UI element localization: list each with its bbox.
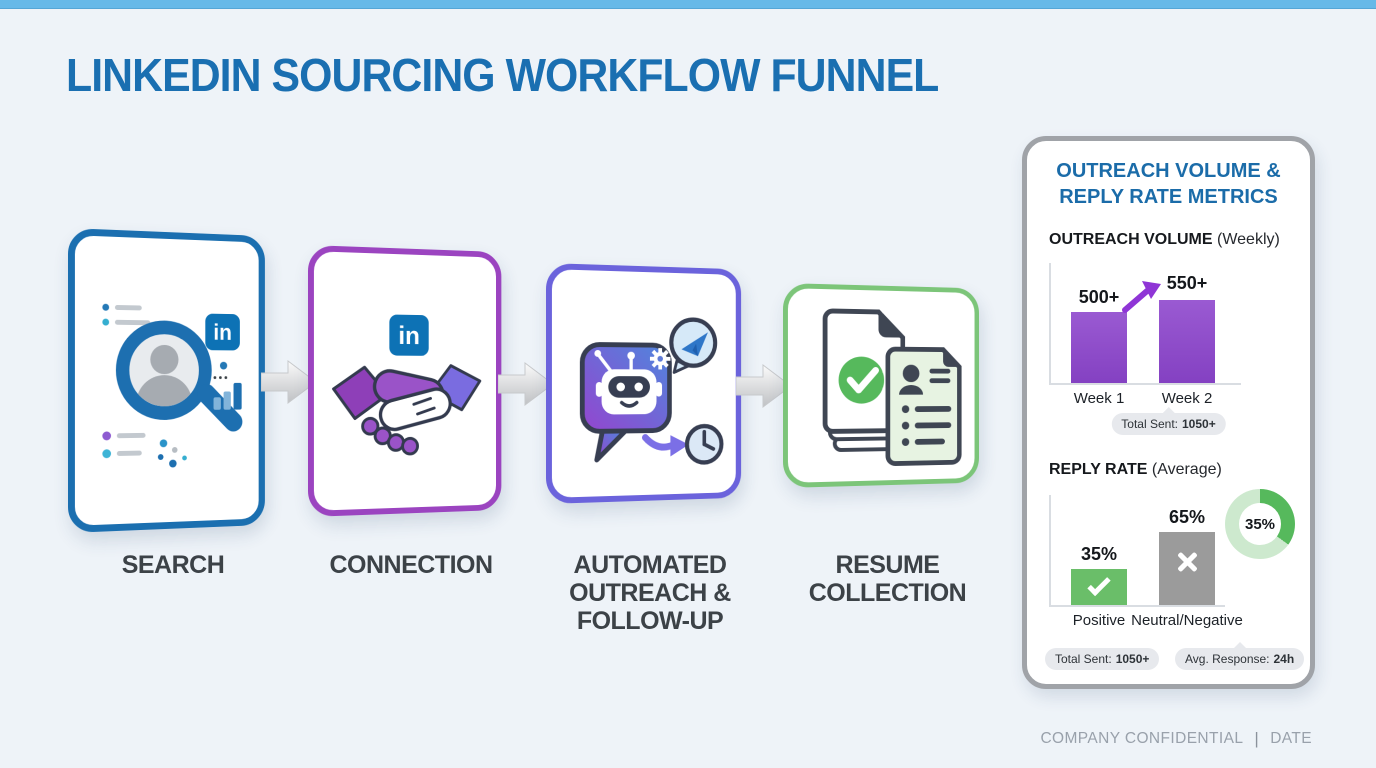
gear-icon [650, 348, 670, 369]
reply-rate-chart: 35% 65% Positive Neutral/Negative [1049, 489, 1225, 607]
follow-up-arrow-icon [645, 435, 689, 457]
decor-dot [219, 376, 222, 379]
bar-week2 [1159, 300, 1215, 383]
decor-dot [102, 431, 111, 440]
metrics-panel: OUTREACH VOLUME & REPLY RATE METRICS OUT… [1022, 136, 1315, 689]
y-axis [1049, 263, 1051, 385]
decor-line [117, 433, 146, 438]
check-circle-icon [839, 356, 885, 403]
stage-card-search: in [68, 228, 265, 533]
x-icon [1175, 550, 1199, 574]
page-title: LINKEDIN SOURCING WORKFLOW FUNNEL [66, 48, 938, 102]
top-accent-bar [0, 0, 1376, 9]
resume-documents-icon [788, 288, 975, 483]
resume-person-icon [903, 365, 920, 382]
mini-bar-chart-icon [214, 397, 221, 410]
donut-center-value: 35% [1239, 503, 1281, 545]
bar-value-positive: 35% [1059, 544, 1139, 565]
mini-bar-chart-icon [234, 383, 242, 410]
total-sent-badge-bottom: Total Sent: 1050+ [1045, 648, 1159, 670]
total-sent-badge: Total Sent: 1050+ [1111, 413, 1225, 435]
decor-line [117, 451, 142, 456]
linkedin-badge-icon: in [205, 314, 240, 351]
decor-dot [102, 304, 109, 311]
x-label-week1: Week 1 [1049, 390, 1149, 407]
avg-response-badge: Avg. Response: 24h [1175, 648, 1304, 670]
decor-dot [102, 319, 109, 326]
check-icon [1087, 572, 1110, 595]
person-silhouette-icon [136, 375, 192, 416]
decor-dot [224, 376, 227, 379]
decor-dot [214, 376, 217, 379]
stage-card-connection: in [308, 245, 501, 517]
stage-label-resume-collection: RESUME COLLECTION [783, 551, 992, 607]
confidential-label: COMPANY CONFIDENTIAL [1040, 730, 1243, 748]
mini-bar-chart-icon [224, 391, 231, 409]
reply-rate-donut-chart: 35% [1225, 489, 1295, 559]
chatbot-automation-icon [552, 269, 736, 498]
magnifier-lens-icon [116, 320, 212, 421]
decor-dot [220, 362, 227, 370]
decor-line [115, 305, 142, 310]
person-silhouette-icon [150, 345, 178, 374]
stage-label-search: SEARCH [68, 551, 278, 579]
handshake-icon [332, 349, 482, 468]
y-axis [1049, 495, 1051, 607]
decor-dot [158, 454, 164, 460]
send-plane-bubble-icon [671, 319, 715, 372]
decor-dot [172, 447, 178, 453]
decor-dot [102, 449, 111, 458]
x-axis [1049, 605, 1225, 607]
decor-dot [169, 460, 176, 468]
bar-positive [1071, 569, 1127, 605]
x-axis [1049, 383, 1241, 385]
outreach-volume-chart: 500+ 550+ Week 1 Week 2 [1049, 257, 1241, 385]
metrics-panel-title: OUTREACH VOLUME & REPLY RATE METRICS [1047, 158, 1291, 211]
decor-dot [182, 456, 187, 461]
stage-card-resume-collection [783, 283, 979, 488]
stage-label-connection: CONNECTION [308, 551, 514, 579]
growth-arrow-icon [1121, 281, 1163, 315]
stage-label-automated-outreach: AUTOMATED OUTREACH & FOLLOW-UP [546, 551, 754, 635]
bar-value-neutral-negative: 65% [1147, 507, 1227, 528]
stage-card-automated-outreach [546, 263, 741, 504]
bar-week1 [1071, 312, 1127, 383]
clock-icon [687, 426, 721, 463]
x-label-neutral-negative: Neutral/Negative [1107, 612, 1267, 629]
x-label-week2: Week 2 [1137, 390, 1237, 407]
outreach-volume-heading: OUTREACH VOLUME (Weekly) [1049, 231, 1280, 249]
decor-dot [160, 439, 168, 447]
bar-neutral-negative [1159, 532, 1215, 605]
reply-rate-heading: REPLY RATE (Average) [1049, 461, 1222, 479]
linkedin-badge-text: in [213, 319, 232, 345]
speech-bubble-tail [597, 430, 626, 460]
linkedin-badge-text: in [398, 320, 420, 350]
footer-separator: | [1254, 729, 1259, 749]
date-label: DATE [1270, 730, 1312, 748]
footer: COMPANY CONFIDENTIAL | DATE [1040, 729, 1312, 749]
